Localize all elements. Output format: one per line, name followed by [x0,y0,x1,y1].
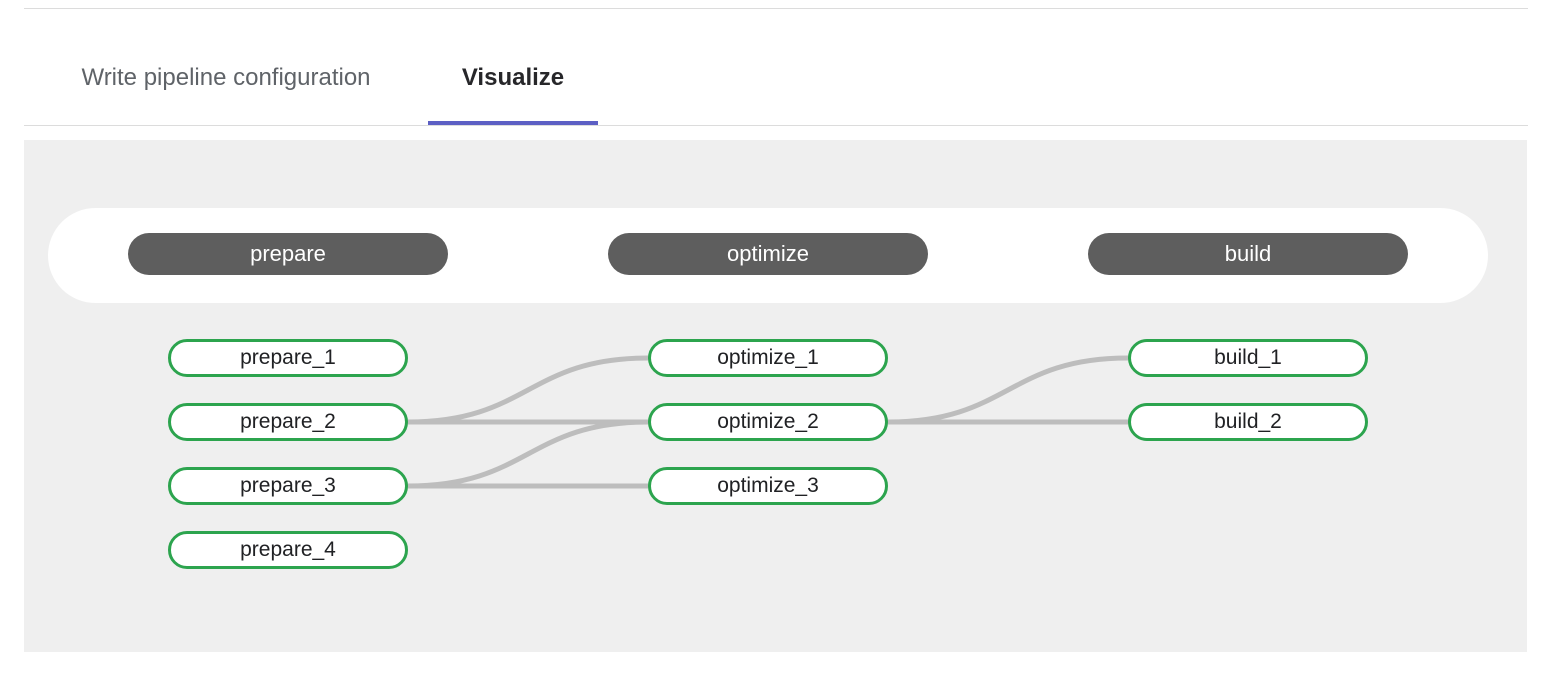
job-node-build_1[interactable]: build_1 [1128,339,1368,377]
edge-prepare_3-optimize_2 [405,419,651,489]
job-node-label: prepare_3 [240,474,336,497]
tab-visualize-label: Visualize [461,63,565,91]
job-node-build_2[interactable]: build_2 [1128,403,1368,441]
job-node-label: prepare_2 [240,410,336,433]
job-node-label: optimize_2 [717,410,819,433]
pipeline-graph-panel: prepare optimize build prepare_1 prepare… [24,140,1527,652]
job-node-label: build_2 [1214,410,1282,433]
tab-bar: Write pipeline configuration Visualize [24,30,1528,126]
stage-header-optimize-label: optimize [727,241,809,266]
job-node-optimize_3[interactable]: optimize_3 [648,467,888,505]
job-node-prepare_1[interactable]: prepare_1 [168,339,408,377]
job-node-prepare_3[interactable]: prepare_3 [168,467,408,505]
tab-write-pipeline-configuration[interactable]: Write pipeline configuration [48,30,404,125]
job-node-label: build_1 [1214,346,1282,369]
tab-write-pipeline-configuration-label: Write pipeline configuration [81,63,371,91]
tab-visualize[interactable]: Visualize [428,30,598,125]
job-node-label: prepare_1 [240,346,336,369]
edge-optimize_2-build_1 [885,355,1131,425]
job-node-optimize_1[interactable]: optimize_1 [648,339,888,377]
stage-header-build: build [1088,233,1408,275]
stage-header-build-label: build [1224,241,1272,266]
stage-header-prepare: prepare [128,233,448,275]
active-tab-underline [428,121,598,125]
stage-header-prepare-label: prepare [250,241,326,266]
edge-prepare_2-optimize_1 [405,355,651,425]
stage-header-optimize: optimize [608,233,928,275]
job-node-label: optimize_3 [717,474,819,497]
job-node-prepare_2[interactable]: prepare_2 [168,403,408,441]
job-node-label: optimize_1 [717,346,819,369]
job-node-prepare_4[interactable]: prepare_4 [168,531,408,569]
job-node-optimize_2[interactable]: optimize_2 [648,403,888,441]
top-divider [24,8,1528,9]
job-node-label: prepare_4 [240,538,336,561]
